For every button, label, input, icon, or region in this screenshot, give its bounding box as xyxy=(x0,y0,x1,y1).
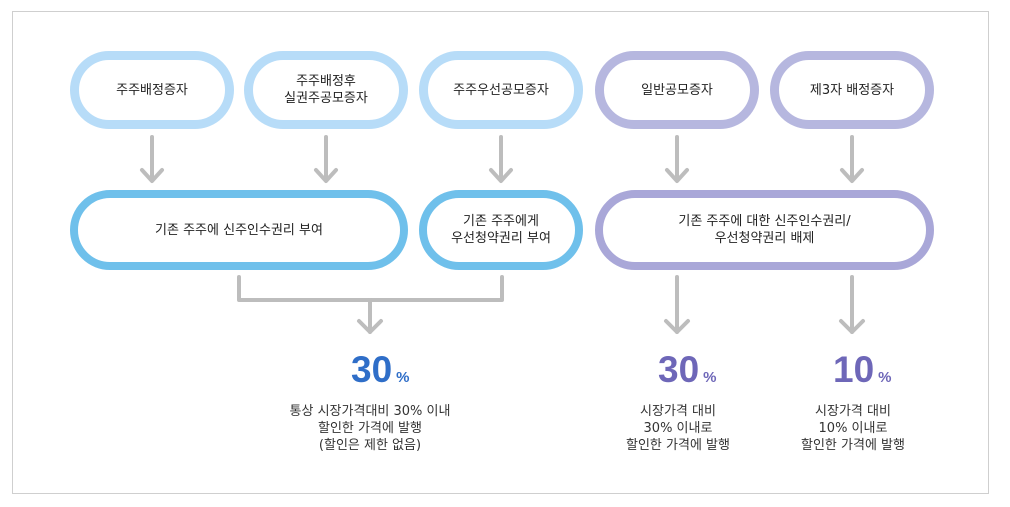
box-general-public-offering: 일반공모증자 xyxy=(595,51,759,129)
result-3-description: 시장가격 대비 10% 이내로 할인한 가격에 발행 xyxy=(801,404,905,453)
arrow-2 xyxy=(314,135,338,183)
box-third-party-allotment: 제3자 배정증자 xyxy=(770,51,934,129)
box-shareholder-priority-offering: 주주우선공모증자 xyxy=(419,51,583,129)
arrow-1 xyxy=(140,135,164,183)
result-1-percent: 30% xyxy=(351,349,410,391)
arrow-5 xyxy=(840,135,864,183)
arrow-4 xyxy=(665,135,689,183)
box-priority-subscription-granted: 기존 주주에게 우선청약권리 부여 xyxy=(419,190,583,270)
result-1-unit: % xyxy=(396,369,410,386)
diagram-frame xyxy=(12,11,989,494)
arrow-result-3 xyxy=(839,275,865,334)
result-3-value: 10 xyxy=(833,349,875,390)
box-rights-excluded: 기존 주주에 대한 신주인수권리/ 우선청약권리 배제 xyxy=(595,190,934,270)
result-2-percent: 30% xyxy=(658,349,717,391)
result-3-unit: % xyxy=(878,369,892,386)
merge-bracket xyxy=(237,275,504,334)
box-shareholder-allotment: 주주배정증자 xyxy=(70,51,234,129)
result-1-value: 30 xyxy=(351,349,393,390)
box-post-allotment-public-offering: 주주배정후 실권주공모증자 xyxy=(244,51,408,129)
arrow-3 xyxy=(489,135,513,183)
arrow-result-2 xyxy=(664,275,690,334)
result-3-percent: 10% xyxy=(833,349,892,391)
result-2-description: 시장가격 대비 30% 이내로 할인한 가격에 발행 xyxy=(626,404,730,453)
result-1-description: 통상 시장가격대비 30% 이내 할인한 가격에 발행 (할인은 제한 없음) xyxy=(289,404,451,453)
box-preemptive-right-granted: 기존 주주에 신주인수권리 부여 xyxy=(70,190,408,270)
result-2-value: 30 xyxy=(658,349,700,390)
result-2-unit: % xyxy=(703,369,717,386)
